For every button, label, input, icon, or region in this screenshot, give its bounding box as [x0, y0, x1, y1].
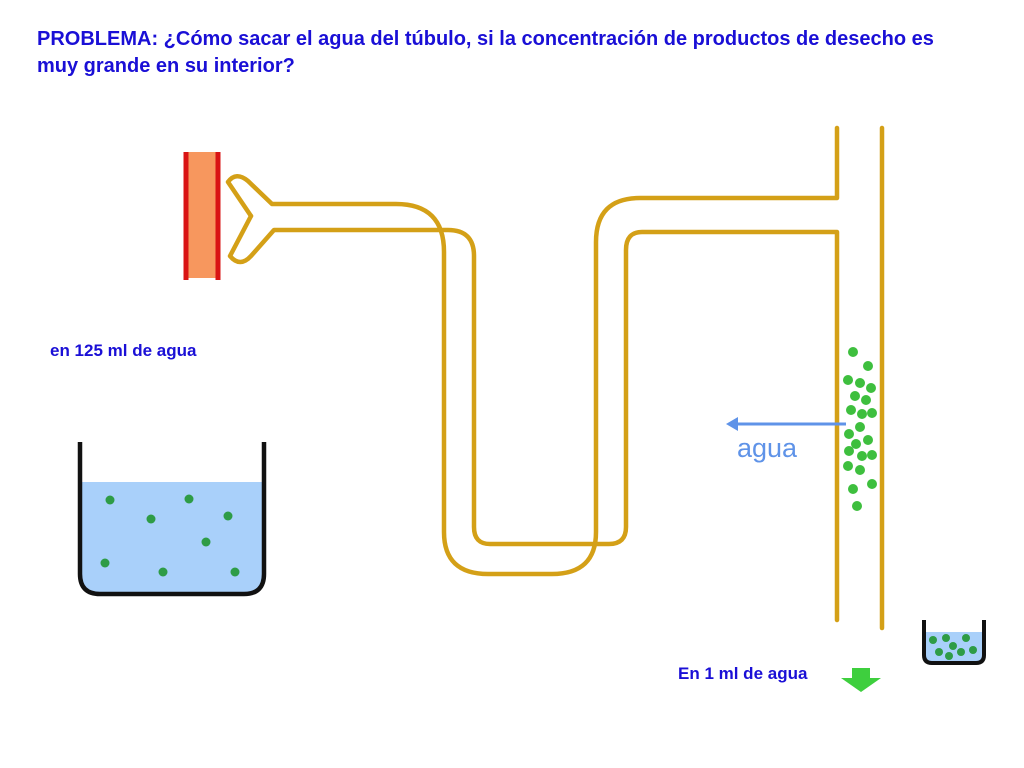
large-beaker-label: en 125 ml de agua	[50, 341, 197, 360]
large-beaker	[77, 442, 267, 597]
waste-particle	[855, 378, 865, 388]
waste-particle	[942, 634, 950, 642]
capillary	[183, 152, 221, 280]
waste-particle	[962, 634, 970, 642]
large-beaker-particles	[100, 494, 240, 577]
small-beaker	[922, 620, 986, 665]
waste-particle	[223, 511, 233, 521]
waste-particle	[867, 450, 877, 460]
waste-particle	[957, 648, 965, 656]
waste-particle	[848, 347, 858, 357]
tubule-inner-wall	[227, 213, 840, 623]
waste-particle	[100, 558, 110, 568]
waste-particle	[861, 395, 871, 405]
waste-particle	[844, 446, 854, 456]
waste-particle	[945, 652, 953, 660]
tubule-outer-wall	[225, 125, 840, 577]
waste-particle	[201, 537, 211, 547]
waste-particle	[843, 461, 853, 471]
waste-particle	[863, 435, 873, 445]
waste-particle	[863, 361, 873, 371]
waste-particle	[866, 383, 876, 393]
waste-particle	[949, 642, 957, 650]
waste-particle	[850, 391, 860, 401]
waste-particle	[105, 495, 115, 505]
waste-particle	[857, 451, 867, 461]
waste-particle	[855, 465, 865, 475]
waste-particle	[851, 439, 861, 449]
waste-particle	[867, 408, 877, 418]
waste-particle	[146, 514, 156, 524]
page-title: PROBLEMA: ¿Cómo sacar el agua del túbulo…	[37, 28, 934, 77]
small-beaker-particles	[929, 634, 977, 660]
large-beaker-glass	[77, 442, 267, 597]
water-arrow-head	[726, 417, 738, 431]
waste-particle	[230, 567, 240, 577]
water-arrow-label: agua	[737, 433, 798, 463]
renal-tubule	[225, 125, 885, 631]
waste-particle	[855, 422, 865, 432]
waste-particle	[848, 484, 858, 494]
waste-particle	[843, 375, 853, 385]
waste-particle	[867, 479, 877, 489]
waste-particle	[184, 494, 194, 504]
waste-particle	[929, 636, 937, 644]
waste-particle	[852, 501, 862, 511]
waste-particle	[935, 648, 943, 656]
waste-particle	[844, 429, 854, 439]
down-arrow-icon	[841, 668, 881, 692]
capillary-lumen	[186, 152, 218, 278]
waste-particle	[857, 409, 867, 419]
large-beaker-water	[81, 482, 263, 593]
left-arrow-icon	[726, 417, 846, 431]
waste-particle	[969, 646, 977, 654]
small-beaker-label: En 1 ml de agua	[678, 664, 808, 683]
small-beaker-glass	[922, 620, 986, 665]
waste-particle	[158, 567, 168, 577]
waste-particles-duct	[843, 347, 877, 511]
waste-particle	[846, 405, 856, 415]
